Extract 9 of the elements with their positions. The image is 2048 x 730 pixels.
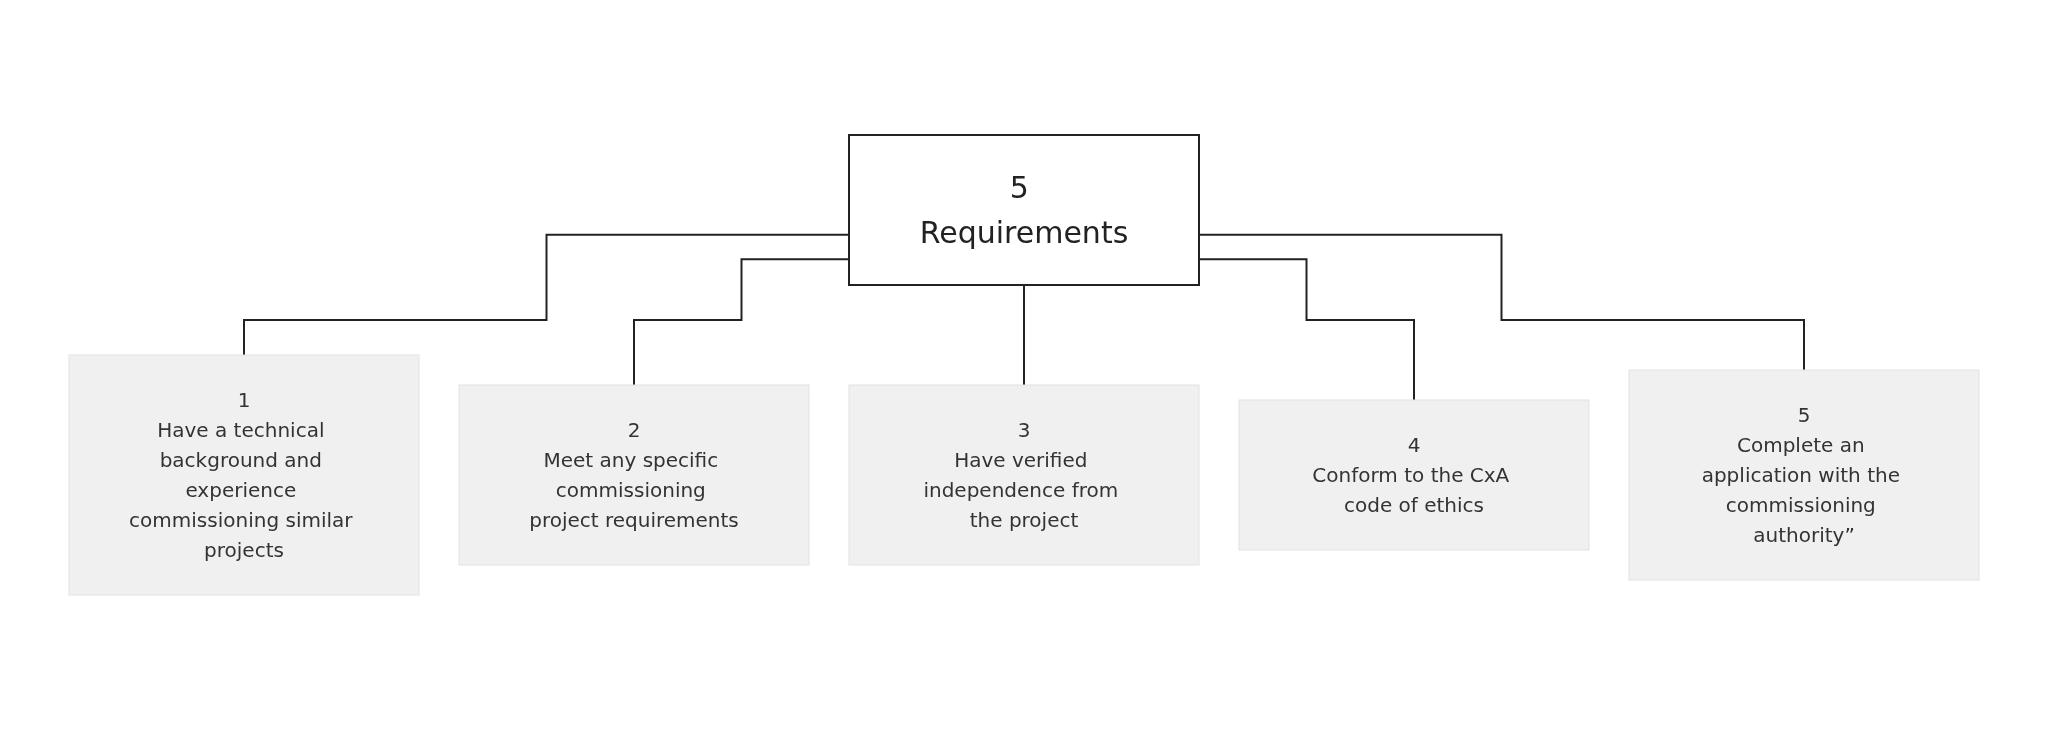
connector (633, 258, 850, 386)
node-box: 5 Requirements (848, 134, 1200, 286)
connector (243, 233, 850, 356)
node-box: 4 Conform to the CxA code of ethics (1238, 399, 1590, 551)
connector (1023, 284, 1025, 386)
node-box: 5 Complete an application with the commissioning authority” (1628, 369, 1980, 581)
node-box: 3 Have verified independence from the project (848, 384, 1200, 566)
node-box: 2 Meet any specific commissioning project requirements (458, 384, 810, 566)
node-box: 1 Have a technical background and experience commissioning similar projects (68, 354, 420, 596)
